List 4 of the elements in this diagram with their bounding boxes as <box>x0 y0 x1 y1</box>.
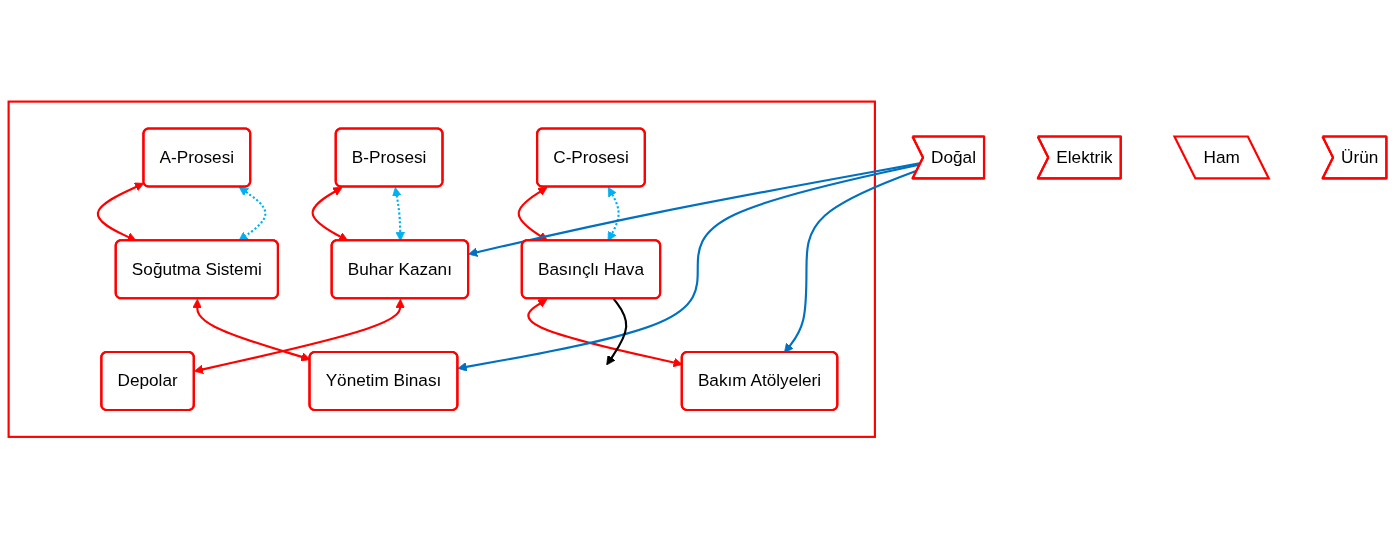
arrow <box>457 163 921 372</box>
cluster <box>7 100 876 439</box>
arrow <box>606 298 628 366</box>
arrow <box>193 299 405 375</box>
